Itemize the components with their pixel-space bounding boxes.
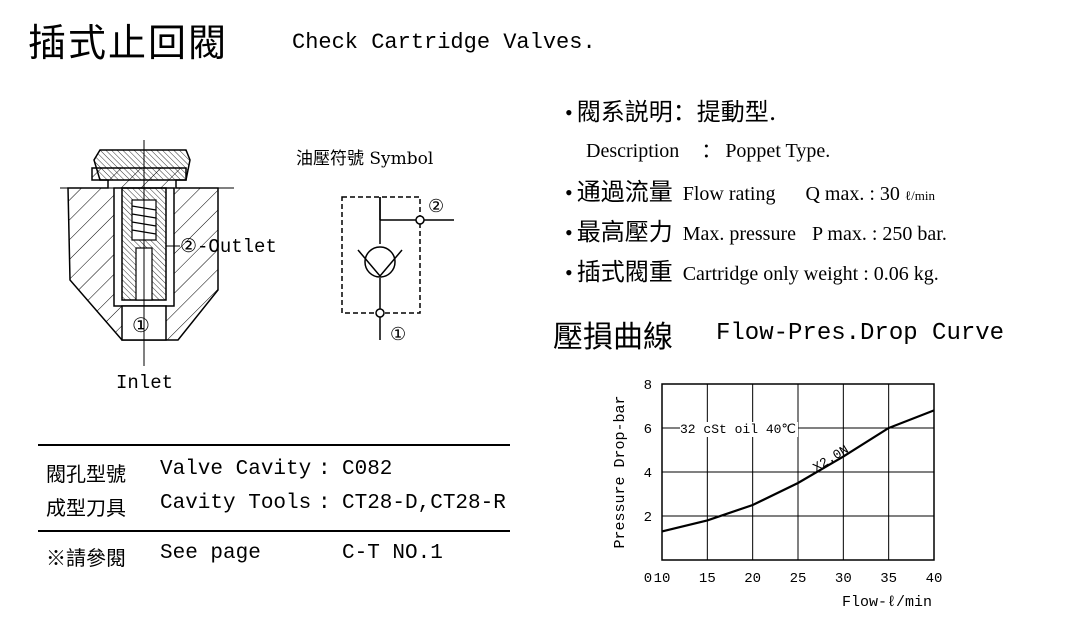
spec-description: • 閥系説明：提動型. <box>565 92 776 127</box>
x-axis-label: Flow-ℓ/min <box>842 594 932 611</box>
weight-zh: 插式閥重 <box>576 258 673 286</box>
symbol-title: 油壓符號 Symbol <box>296 149 434 169</box>
divider <box>38 530 510 532</box>
bullet: • <box>565 260 573 285</box>
y-tick-label: 4 <box>644 466 652 482</box>
pressure-zh: 最高壓力 <box>576 218 673 246</box>
x-tick-label: 20 <box>744 571 761 587</box>
description-en-value: Poppet Type. <box>725 140 831 162</box>
description-en-label: Description <box>586 140 680 162</box>
spec-flow: • 通過流量 Flow rating Q max. : 30 ℓ/min <box>565 172 935 207</box>
see-page-zh: ※請參閱 <box>46 546 126 570</box>
curve-title-en: Flow-Pres.Drop Curve <box>716 320 1005 347</box>
symbol-port-1: ① <box>390 326 406 346</box>
pressure-p: P max. : 250 bar. <box>812 223 947 245</box>
tools-value: CT28-D,CT28-R <box>342 492 506 515</box>
page-title-en: Check Cartridge Valves. <box>292 30 596 55</box>
flow-unit: ℓ/min <box>904 188 935 203</box>
cavity-en: Valve Cavity <box>160 458 312 481</box>
bullet: • <box>565 100 573 125</box>
x-tick-label: 10 <box>654 571 671 587</box>
curve-title-zh: 壓損曲線 <box>553 320 673 355</box>
x-tick-label: 15 <box>699 571 716 587</box>
cavity-zh: 閥孔型號 <box>46 462 126 486</box>
x-tick-label: 25 <box>790 571 807 587</box>
symbol-envelope <box>341 196 421 314</box>
pressure-en: Max. pressure <box>682 223 797 245</box>
bullet: • <box>565 220 573 245</box>
series-line <box>661 409 935 533</box>
spec-weight: • 插式閥重 Cartridge only weight : 0.06 kg. <box>565 252 939 287</box>
flow-zh: 通過流量 <box>576 178 673 206</box>
bullet: • <box>565 180 573 205</box>
weight-en: Cartridge only weight : 0.06 kg. <box>682 263 939 285</box>
spec-description-en: Description ： Poppet Type. <box>586 134 830 163</box>
y-tick-label: 6 <box>644 422 652 438</box>
port-dot <box>375 308 385 318</box>
x-tick-label: 35 <box>880 571 897 587</box>
y-tick-label: 8 <box>644 378 652 394</box>
divider <box>38 444 510 446</box>
port-dot <box>415 215 425 225</box>
symbol-port-2: ② <box>428 198 444 218</box>
check-ball <box>364 246 396 278</box>
valve-cross-section: ②-Outlet ① Inlet <box>60 140 277 394</box>
hydraulic-symbol: ② ① <box>341 196 454 346</box>
flow-en: Flow rating <box>682 183 776 205</box>
y-tick-label: 2 <box>644 510 652 526</box>
description-zh: 閥系説明：提動型. <box>576 98 777 126</box>
flow-q: Q max. : 30 <box>805 183 905 205</box>
x-tick-label: 0 <box>644 571 652 587</box>
tools-en: Cavity Tools <box>160 492 312 515</box>
check-seat <box>357 249 403 278</box>
inlet-label: Inlet <box>116 372 173 394</box>
x-tick-label: 30 <box>835 571 852 587</box>
plot-frame <box>661 383 935 561</box>
inlet-port: ① <box>132 316 150 339</box>
series-label: X2.0N <box>810 442 851 475</box>
see-page-en: See page <box>160 542 261 565</box>
tools-zh: 成型刀具 <box>46 496 126 520</box>
annotation-background <box>678 422 799 437</box>
cavity-sep: : <box>318 458 331 481</box>
outlet-label: ②-Outlet <box>180 236 277 258</box>
y-axis-label: Pressure Drop-bar <box>612 395 629 548</box>
description-colon: ： <box>701 140 722 162</box>
page-title: 插式止回閥 <box>28 21 229 65</box>
chart-annotation: 32 cSt oil 40℃ <box>680 422 796 437</box>
spec-pressure: • 最高壓力 Max. pressure P max. : 250 bar. <box>565 212 947 247</box>
tools-sep: : <box>318 492 331 515</box>
cavity-value: C082 <box>342 458 393 481</box>
see-page-value: C-T NO.1 <box>342 542 443 565</box>
valve-cap <box>93 149 191 181</box>
x-tick-label: 40 <box>926 571 943 587</box>
